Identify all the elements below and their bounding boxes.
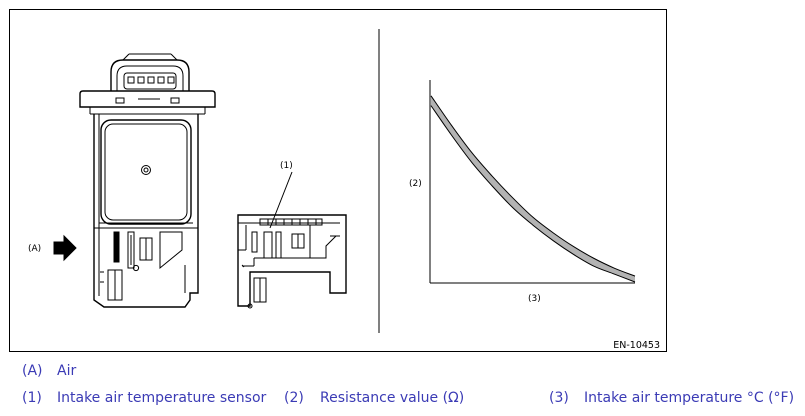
legend-row-2: (1) Intake air temperature sensor (2) Re… [22, 390, 797, 408]
callout-1-leader [269, 171, 293, 229]
resistance-temperature-chart: (2) (3) [409, 80, 636, 304]
legend-row-1: (A) Air [22, 363, 222, 381]
diagram-canvas: (A) (1) (2) (3) EN-10453 [28, 29, 660, 351]
callout-1-label: (1) [280, 161, 293, 171]
chart-upper-curve [430, 95, 636, 277]
callout-a-label: (A) [28, 244, 41, 254]
maf-sensor-drawing [53, 53, 216, 308]
chart-x-axis-label: (3) [528, 294, 541, 304]
legend-text-a: Air [57, 363, 77, 379]
legend-key-2: (2) [284, 390, 304, 406]
diagram-frame: (A) (1) (2) (3) EN-10453 [9, 9, 667, 352]
legend-text-3: Intake air temperature °C (°F) [584, 390, 795, 406]
legend-key-a: (A) [22, 363, 43, 379]
sensor-connector [110, 53, 190, 91]
chart-band-area [431, 95, 635, 282]
sensor-body [93, 114, 199, 308]
figure-code: EN-10453 [613, 340, 660, 351]
legend-key-3: (3) [549, 390, 569, 406]
sensor-cutaway-detail [237, 171, 347, 309]
sensor-flange [79, 90, 216, 115]
chart-lower-curve [430, 105, 636, 283]
legend-key-1: (1) [22, 390, 42, 406]
legend-text-1: Intake air temperature sensor [57, 390, 267, 406]
air-flow-arrow-icon [53, 234, 77, 262]
legend-text-2: Resistance value (Ω) [320, 390, 465, 406]
chart-y-axis-label: (2) [409, 179, 422, 189]
